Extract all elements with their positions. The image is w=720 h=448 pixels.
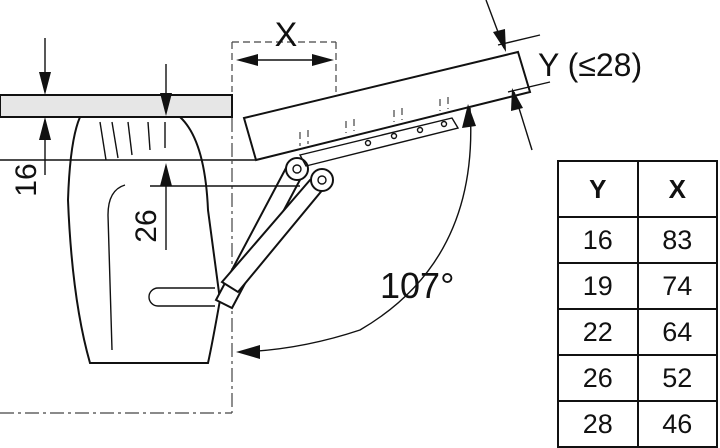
lift-hinge-diagram: X Y (≤28) 16 26 107° bbox=[0, 0, 642, 414]
arm-pivot-upper bbox=[285, 157, 309, 181]
cabinet-top-panel bbox=[0, 94, 233, 118]
dimension-table: Y X 16 83 19 74 22 64 26 52 28 46 bbox=[557, 160, 718, 448]
table-cell-y: 28 bbox=[557, 400, 639, 448]
dimension-16: 16 bbox=[0, 38, 255, 197]
table-row: 22 64 bbox=[557, 308, 718, 356]
table-cell-y: 22 bbox=[557, 308, 639, 356]
flap-mounting-plate bbox=[298, 117, 460, 167]
table-row: 28 46 bbox=[557, 400, 718, 448]
label-y-max: Y (≤28) bbox=[538, 47, 642, 83]
table-header-y: Y bbox=[557, 160, 639, 218]
mechanism-housing bbox=[66, 116, 222, 364]
label-angle: 107° bbox=[380, 265, 454, 306]
housing-teeth bbox=[99, 121, 166, 161]
table-row: 26 52 bbox=[557, 354, 718, 402]
dimension-y: Y (≤28) bbox=[485, 0, 642, 151]
label-16: 16 bbox=[10, 163, 43, 196]
label-26: 26 bbox=[130, 209, 163, 242]
housing-inner-contour bbox=[107, 184, 126, 351]
table-cell-x: 74 bbox=[636, 262, 718, 310]
table-header-x: X bbox=[636, 160, 718, 218]
table-cell-x: 64 bbox=[636, 308, 718, 356]
table-row: 16 83 bbox=[557, 216, 718, 264]
table-cell-x: 52 bbox=[636, 354, 718, 402]
dimension-x: X bbox=[236, 16, 334, 66]
table-cell-y: 26 bbox=[557, 354, 639, 402]
table-cell-y: 16 bbox=[557, 216, 639, 264]
table-cell-y: 19 bbox=[557, 262, 639, 310]
opening-angle: 107° bbox=[236, 104, 476, 359]
arm-pivot-lower bbox=[310, 168, 334, 192]
dimension-26: 26 bbox=[130, 64, 300, 250]
lift-arms bbox=[214, 157, 334, 310]
cabinet-outline bbox=[0, 41, 337, 414]
table-row: 19 74 bbox=[557, 262, 718, 310]
flap-screw-marks bbox=[299, 97, 449, 146]
label-x: X bbox=[275, 16, 298, 54]
housing-slot bbox=[148, 287, 215, 307]
table-cell-x: 83 bbox=[636, 216, 718, 264]
table-header-row: Y X bbox=[557, 160, 718, 218]
table-cell-x: 46 bbox=[636, 400, 718, 448]
flap-door bbox=[242, 50, 532, 162]
